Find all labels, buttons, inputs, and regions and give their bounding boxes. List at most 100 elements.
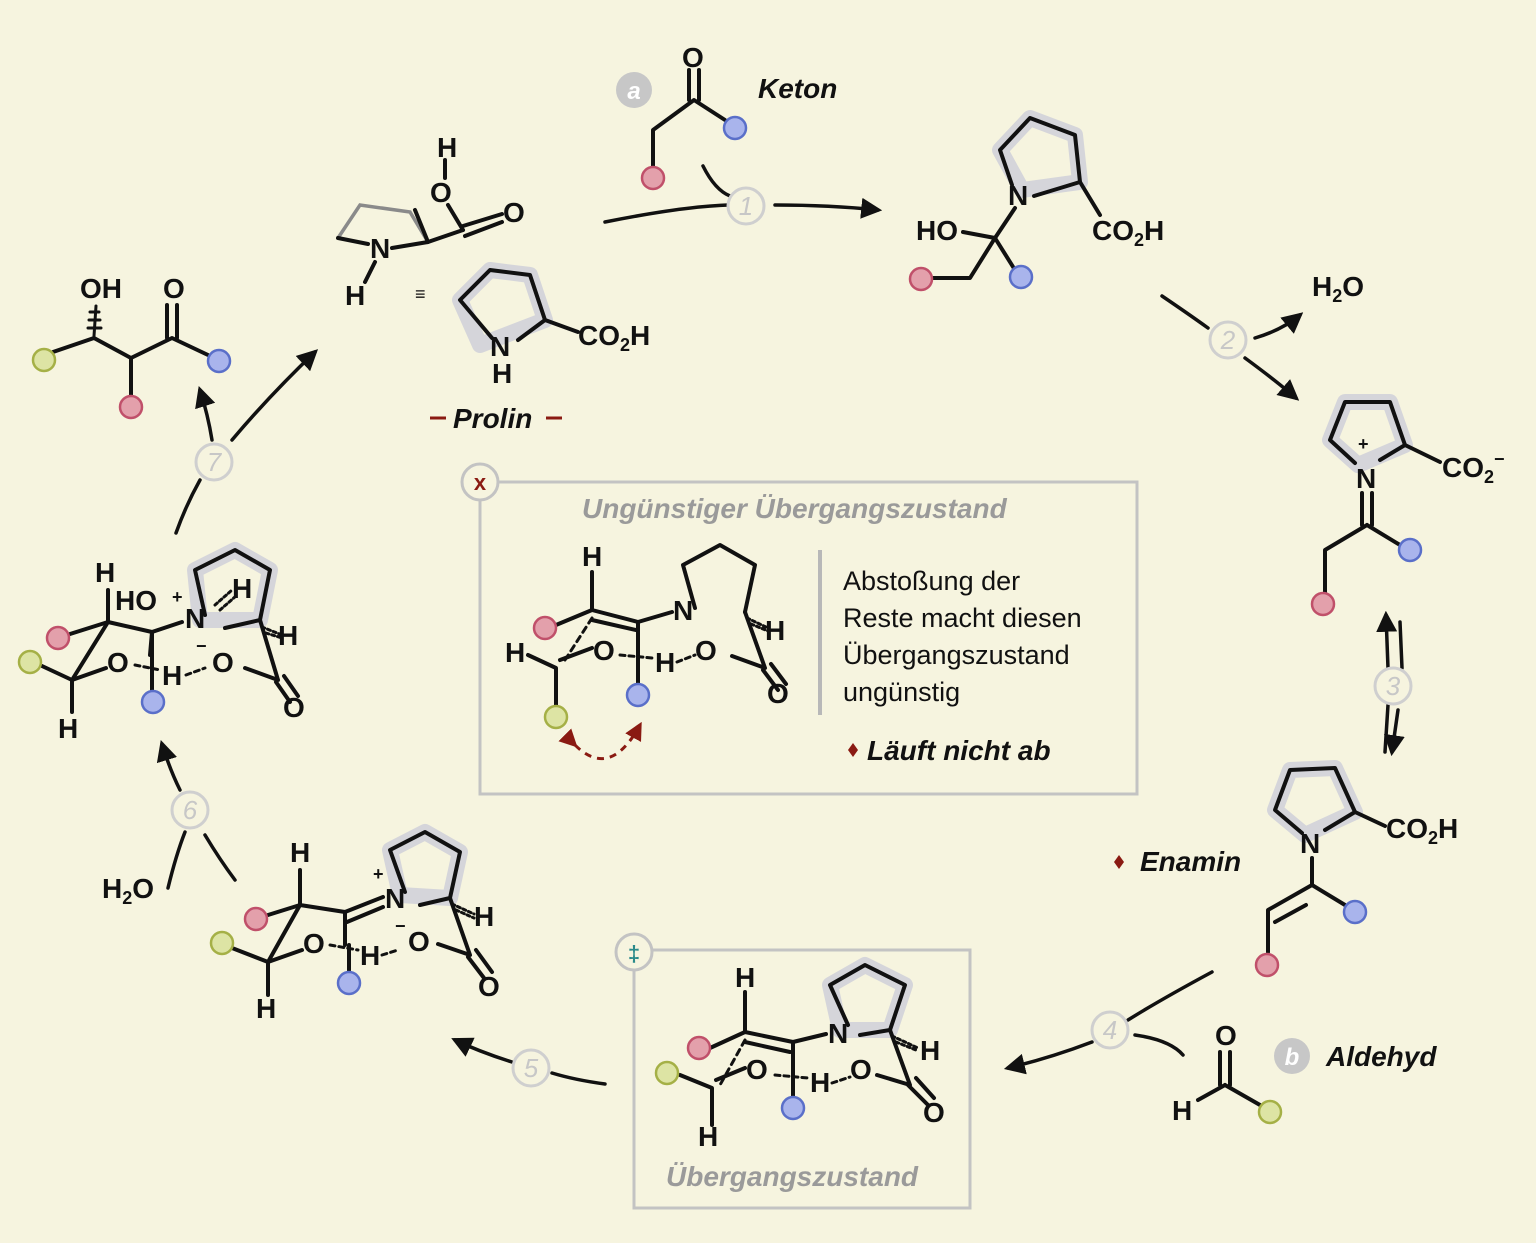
nitrogen-atom: N (673, 595, 693, 626)
red-substituent-icon (908, 266, 934, 292)
oxygen-atom: O (408, 926, 430, 957)
green-substituent-icon (31, 347, 57, 373)
red-substituent-icon (118, 394, 144, 420)
aldol-product: OH O (31, 273, 232, 420)
note-line-4: ungünstig (843, 677, 960, 707)
green-substituent-icon (1257, 1099, 1283, 1125)
plus-charge: + (1358, 434, 1369, 454)
hydrogen-atom: H (765, 615, 785, 646)
co2h-label: CO2H (578, 320, 650, 355)
hydrogen-atom: H (345, 280, 365, 311)
hydrogen-atom: H (810, 1067, 830, 1098)
aldehyde-hydrogen: H (1172, 1095, 1192, 1126)
blue-substituent-icon (1008, 264, 1034, 290)
step-6-icon (170, 790, 210, 830)
nitrogen-atom: N (1356, 463, 1376, 494)
badge-a-text: a (627, 78, 640, 105)
blue-substituent-icon (1342, 899, 1368, 925)
step-3-number: 3 (1386, 671, 1401, 701)
transition-state-label: Übergangszustand (666, 1161, 919, 1192)
hydrogen-atom: H (735, 962, 755, 993)
aldehyd-label: Aldehyd (1325, 1041, 1437, 1072)
hydrogen-atom: H (655, 647, 675, 678)
oxygen-atom: O (283, 692, 305, 723)
oxygen-atom: O (503, 197, 525, 228)
hydrogen-atom: H (162, 660, 182, 691)
red-substituent-icon (532, 615, 558, 641)
hydroxy-label: HO (115, 585, 157, 616)
water-out-label: H2O (1312, 271, 1364, 306)
oxygen-atom: O (923, 1097, 945, 1128)
step-6-number: 6 (183, 795, 198, 825)
enamin-label: Enamin (1140, 846, 1241, 877)
nitrogen-atom: N (490, 331, 510, 362)
hydrogen-atom: H (58, 713, 78, 744)
oxygen-atom: O (163, 273, 185, 304)
red-substituent-icon (45, 625, 71, 651)
minus-charge: − (395, 916, 406, 936)
green-substituent-icon (543, 704, 569, 730)
x-badge-text: x (474, 470, 487, 495)
nitrogen-atom: N (370, 233, 390, 264)
hydroxy-label: OH (80, 273, 122, 304)
step-5-arrow: 5 (451, 1037, 607, 1088)
nitrogen-atom: N (1008, 180, 1028, 211)
oxygen-atom: O (850, 1054, 872, 1085)
hydrogen-atom: H (437, 132, 457, 163)
prolin-label: Prolin (453, 403, 532, 434)
badge-b-icon (1274, 1038, 1310, 1074)
step-4-number: 4 (1103, 1015, 1117, 1045)
aldehyde-oxygen: O (1215, 1020, 1237, 1051)
step-7-arrow: 7 (174, 349, 319, 535)
water-in-label: H2O (102, 873, 154, 908)
oxygen-atom: O (107, 647, 129, 678)
blue-substituent-icon (336, 970, 362, 996)
step-2-icon (1208, 320, 1248, 360)
co2h-label: CO2H (1092, 215, 1164, 250)
repulsion-arrow (558, 721, 642, 761)
nitrogen-atom: N (1300, 828, 1320, 859)
step-4-arrow: 4 (1003, 970, 1214, 1075)
keton-label: Keton (758, 73, 837, 104)
red-substituent-icon (1254, 952, 1280, 978)
step-1-number: 1 (739, 191, 753, 221)
oxygen-atom: O (695, 635, 717, 666)
proline-catalyst: N H O H O ≡ N H CO2H Prolin (336, 132, 650, 434)
step-1-arrow: 1 (603, 164, 883, 226)
nitrogen-atom: N (385, 883, 405, 914)
badge-b-text: b (1285, 1044, 1300, 1071)
red-substituent-icon (686, 1035, 712, 1061)
bullet-icon (1114, 855, 1124, 869)
nitrogen-atom: N (828, 1018, 848, 1049)
red-substituent-icon (640, 165, 666, 191)
oxygen-atom: O (303, 928, 325, 959)
hydrogen-atom: H (492, 358, 512, 389)
step-5-number: 5 (524, 1053, 539, 1083)
oxygen-atom: O (767, 678, 789, 709)
co2h-label: CO2H (1386, 813, 1458, 848)
step-7-icon (194, 442, 234, 482)
note-line-3: Übergangszustand (843, 640, 1070, 670)
hydrogen-atom: H (232, 573, 252, 604)
keton-oxygen: O (682, 42, 704, 73)
oxygen-atom: O (478, 971, 500, 1002)
dagger-badge-text: ‡ (628, 941, 640, 966)
note-line-1: Abstoßung der (843, 566, 1020, 596)
oxygen-atom: O (212, 647, 234, 678)
hemiaminal-intermediate: N CO2H HO (908, 110, 1164, 292)
step-3-equilibrium: 3 (1373, 610, 1413, 757)
x-badge-icon (460, 462, 500, 502)
hydrogen-atom: H (278, 620, 298, 651)
unfavorable-transition-state-box: x Ungünstiger Übergangszustand N H H O H… (460, 462, 1139, 796)
oxygen-atom: O (430, 177, 452, 208)
hydrogen-atom: H (474, 901, 494, 932)
iminium-alkoxide-intermediate: + N H H O H − O O H (209, 824, 500, 1024)
co2-minus-label: CO2− (1442, 449, 1505, 487)
plus-charge: + (373, 864, 384, 884)
oxygen-atom: O (746, 1054, 768, 1085)
blue-substituent-icon (140, 689, 166, 715)
hydrogen-atom: H (290, 837, 310, 868)
keton-substrate: a O Keton (616, 42, 837, 191)
hydrogen-atom: H (256, 993, 276, 1024)
